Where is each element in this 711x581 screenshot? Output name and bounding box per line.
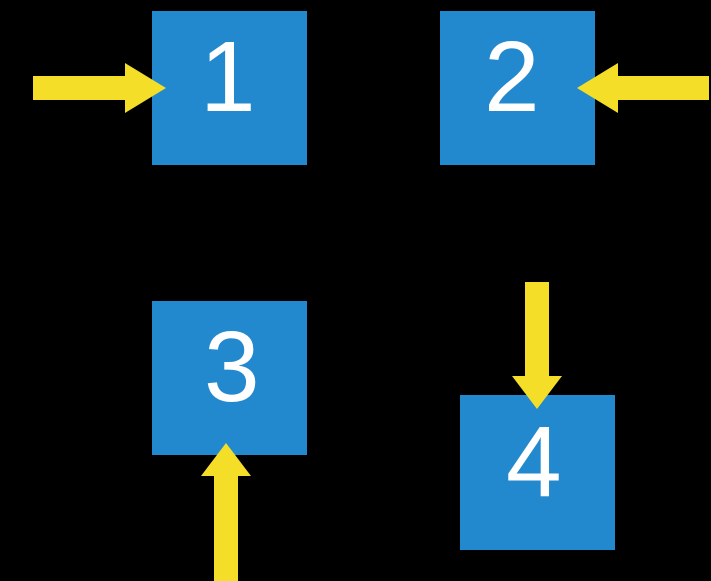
block-box-2-label: 2 xyxy=(484,21,540,133)
block-box-3[interactable] xyxy=(152,301,307,455)
arrow-down-into-box-4 xyxy=(512,282,562,409)
arrow-right-into-box-1 xyxy=(33,63,166,113)
block-box-1[interactable] xyxy=(152,11,307,165)
arrow-up-shape xyxy=(201,443,251,581)
block-box-4[interactable] xyxy=(460,395,615,550)
block-box-1-label: 1 xyxy=(200,21,256,133)
block-box-2[interactable] xyxy=(440,11,595,165)
arrow-left-into-box-2 xyxy=(577,63,709,113)
arrow-left-shape xyxy=(577,63,709,113)
arrow-down-shape xyxy=(512,282,562,409)
arrow-right-shape xyxy=(33,63,166,113)
block-box-4-label: 4 xyxy=(506,406,562,518)
arrow-up-into-box-3 xyxy=(201,443,251,581)
block-box-3-label: 3 xyxy=(204,311,260,423)
